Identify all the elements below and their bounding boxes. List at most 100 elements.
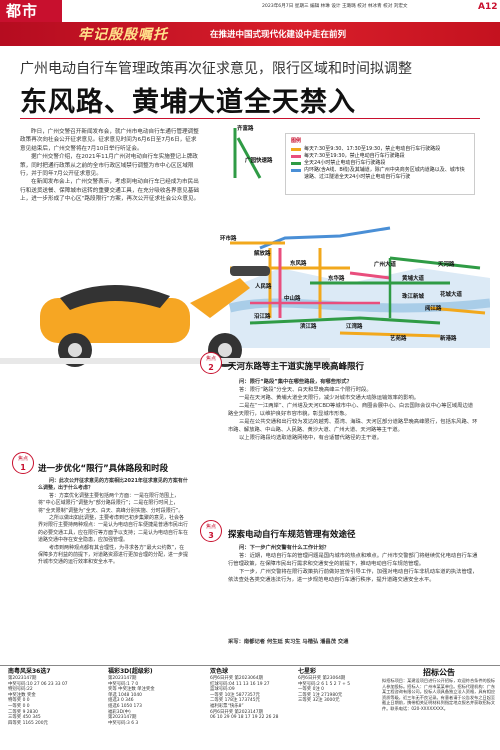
legend-item: 每天7:30至9:30、17:30至19:30，禁止电动自行车行驶路段 [291, 146, 469, 153]
legend-swatch [291, 148, 301, 151]
lottery-line: 中奖号码:10 27 06 23 33 07 [8, 681, 68, 687]
lottery-line: 二等奖 9 2830 [8, 709, 38, 715]
map-road-label: 沿江路 [254, 312, 271, 320]
legend-title: 图例 [291, 138, 302, 144]
lottery-title: 南粤风采36选7 [8, 668, 51, 675]
dateline: 2023年6月7日 星期三 编辑 林琳 设计 王璐璐 校对 林冰青 校对 刘宏文 [262, 4, 408, 9]
tender-notice: 招标公告 拟招标项目：某建设项目进行公开招标，欢迎符合条件的投标人参加投标。招标… [382, 668, 496, 712]
map-road-label: 新港路 [440, 334, 457, 342]
map-road-label: 花城大道 [440, 290, 463, 298]
qa-paragraph: 下一步，广州交警将在限行政策执行前做好宣传引导工作，加强对电动自行车非机动车道的… [228, 569, 478, 583]
focus-badge-label: 焦点 [205, 524, 216, 530]
section-title-1: 进一步优化“限行”具体路段和时段 [38, 464, 169, 474]
lede-paragraph: 在新闻发布会上，广州交警表示，考虑到电动自行车已经成为市民出行和送货送餐、保障城… [20, 179, 200, 203]
lottery-line: 第2023147期 [108, 676, 137, 681]
slogan-banner: 牢记殷殷嘱托 在推进中国式现代化建设中走在前列 [0, 22, 500, 46]
section-body-3: 问：下一步广州交警有什么工作计划？ 答：近期，电动自行车的管理问题是国内城市的热… [228, 544, 478, 584]
map-road-label: 黄埔大道 [402, 274, 425, 282]
map-road-label: 滨江路 [300, 322, 317, 330]
lottery-line: 6月6日开奖 第2023064期 [210, 676, 263, 681]
slogan-subtitle: 在推进中国式现代化建设中走在前列 [210, 30, 347, 40]
lottery-line: 6月6日开奖 第2023147期 [210, 709, 263, 715]
lottery-line: 一等奖 0注 0 [298, 687, 324, 693]
map-road-label: 阅江路 [425, 304, 442, 312]
qa-paragraph: 问：下一步广州交警有什么工作计划？ [239, 545, 330, 551]
lottery-line: 奖等 中奖注数 单注奖金 [108, 687, 155, 693]
lottery-line: 二等奖 178注 173745元 [210, 698, 260, 704]
legend-label: 内环路(含A线、B线)及其辅道，除广州中央商务区城内道路以及、城市快速路、过江隧… [304, 167, 465, 180]
notice-title: 招标公告 [423, 668, 455, 677]
map-road-label: 人民路 [255, 282, 272, 290]
qa-paragraph: 答：限行“路段”分全天、白天和早晚高峰三个限行时段。 [239, 387, 372, 393]
lottery-line: 福彩3D(中) [108, 709, 131, 715]
qa-paragraph: 考虑到两种观点都有其合理性，为寻求各方“最大公约数”，在保障多方利益的前提下，对… [38, 544, 189, 566]
map-road-label: 广园快速路 [245, 156, 273, 164]
map-road-label: 环市路 [220, 234, 237, 242]
lottery-line: 福利彩票“快乐8” [210, 703, 244, 709]
lede-paragraph: 据广州交警介绍，在2021年11月广州对电动自行车实施登记上牌政策，同时把通行政… [20, 154, 198, 178]
lottery-line: 单选 1048 1040 [108, 692, 142, 698]
scooter-illustration [0, 266, 330, 367]
lottery-title: 七星彩 [298, 668, 317, 675]
map-road-label: 广州大道 [374, 260, 397, 268]
section-title-2: 天河东路等主干道实施早晚高峰限行 [228, 362, 365, 372]
lottery-line: 6月6日开奖 第23064期 [298, 676, 346, 681]
qa-paragraph: 二是在“一江两岸”、广州塔及天河CBD等城市中心、商圈会展中心、白云国际会议中心… [228, 403, 474, 417]
road-map: 齐富路 广园快速路 环市路 解放路 东风路 中山路 广州大道 天河路 黄埔大道 … [220, 124, 490, 348]
map-road-label: 东华路 [328, 274, 345, 282]
lottery-line: 四等奖 1165 200元 [8, 720, 48, 726]
section-label: 都市 [0, 0, 62, 22]
lottery-line: 第2023147期 [8, 676, 37, 681]
lottery-line: 三等奖 32注 3000元 [298, 698, 340, 704]
lottery-line: 中奖注数 奖金 [8, 692, 36, 698]
lottery-line: 组选3 0 346 [108, 698, 134, 704]
map-road-label: 中山路 [284, 294, 301, 302]
focus-badge-number: 3 [208, 531, 214, 540]
qa-paragraph: 答：方案优化调整主要包括两个方面：一是在限行范围上，将“中心区域限行”调整为“部… [38, 492, 184, 514]
lede-paragraph: 昨日，广州交警召开新闻发布会，就广州市电动自行车通行管理调整政策再次向社会公开征… [20, 129, 199, 152]
lottery-line: 中奖号码:1 7 0 [108, 681, 139, 687]
legend-item: 全天24小时禁止电动自行车行驶路段 [291, 160, 469, 167]
section-body-2: 问：限行“路段”集中在哪些路段，有哪些形式？ 答：限行“路段”分全天、白天和早晚… [228, 378, 478, 442]
lottery-line: 中奖号码:3 6 3 [108, 720, 139, 726]
focus-badge-number: 1 [20, 463, 26, 472]
lottery-line: 特别号码:22 [8, 687, 33, 693]
slogan-calligraphy: 牢记殷殷嘱托 [78, 27, 168, 43]
map-road-label: 东风路 [290, 259, 307, 267]
lottery-line: 组选6 1050 173 [108, 703, 142, 709]
lottery-line: 三等奖 450 345 [8, 715, 41, 721]
qa-paragraph: 之所以做出如此调整，主要考虑到已初步集聚的意见，社会各界对限行主要持两种观点：一… [38, 515, 189, 544]
lottery-column: 七星彩 6月6日开奖 第23064期 中奖号码:2 6 1 5 2 7 + 5 … [298, 668, 378, 704]
map-road-label: 江湾路 [346, 322, 363, 330]
legend-label: 全天24小时禁止电动自行车行驶路段 [304, 160, 386, 166]
lottery-line: 一等奖 0 0 [8, 703, 30, 709]
legend-item: 每天7:30至19:30，禁止电动自行车行驶路段 [291, 153, 469, 160]
map-road-label: 解放路 [254, 249, 271, 257]
qa-paragraph: 一是在天河路、黄埔大道全天限行，减少对城市交通大动脉运输效率的影响。 [239, 395, 420, 401]
lottery-column: 双色球 6月6日开奖 第2023064期 红球号码:04 11 13 16 19… [210, 668, 290, 721]
page-number: A12 [478, 2, 498, 12]
top-bar [0, 0, 500, 22]
article-headline: 东风路、黄埔大道全天禁入 [20, 87, 356, 118]
legend-label: 每天7:30至19:30，禁止电动自行车行驶路段 [304, 153, 405, 159]
lottery-line: 一等奖 10注 5877357元 [210, 692, 260, 698]
article-subhead: 广州电动自行车管理政策再次征求意见，限行区域和时间拟调整 [20, 61, 412, 77]
map-legend: 图例 每天7:30至9:30、17:30至19:30，禁止电动自行车行驶路段 每… [285, 133, 475, 195]
legend-swatch [291, 169, 301, 172]
lottery-line: 二等奖 1注 271980元 [298, 692, 343, 698]
map-road-label: 珠江新城 [402, 292, 425, 300]
map-road-label: 天河路 [438, 260, 455, 268]
legend-swatch [291, 162, 301, 165]
map-road-label: 艺苑路 [390, 334, 407, 342]
divider [20, 118, 480, 119]
lottery-line: 红球号码:04 11 13 16 19 27 [210, 681, 270, 687]
lede-text: 昨日，广州交警召开新闻发布会，就广州市电动自行车通行管理调整政策再次向社会公开征… [20, 128, 200, 204]
lottery-line: 蓝球号码:09 [210, 687, 235, 693]
lottery-column: 南粤风采36选7 第2023147期 中奖号码:10 27 06 23 33 0… [8, 668, 98, 726]
qa-paragraph: 问：此次公开征求意见的方案相比2021年征求意见的方案有什么调整，出于什么考虑？ [38, 478, 188, 492]
section-title-3: 探索电动自行车规范管理有效途径 [228, 530, 356, 540]
lottery-line: 第2023147期 [108, 715, 137, 721]
